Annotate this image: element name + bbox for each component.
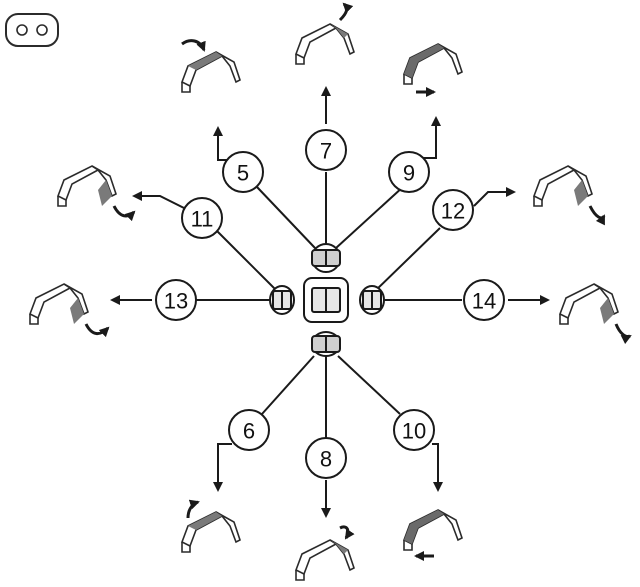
direction-arrows — [110, 86, 550, 518]
switch-icon — [5, 13, 59, 47]
arrow-10 — [432, 443, 443, 492]
spoke-9 — [335, 185, 405, 249]
attachment-13 — [29, 283, 110, 338]
attachment-14 — [559, 283, 632, 345]
callout-10: 10 — [393, 409, 435, 451]
attachment-7 — [295, 2, 355, 65]
callout-8: 8 — [305, 437, 347, 479]
callout-6-label: 6 — [243, 419, 255, 444]
callout-13-label: 13 — [164, 289, 188, 314]
callout-7: 7 — [305, 129, 347, 171]
arrow-5 — [213, 126, 228, 161]
callout-11-label: 11 — [191, 207, 214, 232]
callout-9-label: 9 — [403, 161, 415, 186]
arrow-9 — [420, 116, 441, 159]
callout-circles: 5 7 9 11 12 13 14 6 — [155, 129, 505, 479]
callout-5-label: 5 — [237, 161, 249, 186]
callout-9: 9 — [388, 151, 430, 193]
callout-7-label: 7 — [320, 139, 332, 164]
callout-11: 11 — [181, 197, 223, 239]
attachment-8 — [295, 525, 355, 581]
callout-14: 14 — [463, 279, 505, 321]
callout-13: 13 — [155, 279, 197, 321]
connector-lines — [196, 172, 462, 440]
callout-10-label: 10 — [402, 419, 426, 444]
joystick-center — [269, 243, 385, 357]
attachment-6 — [181, 499, 241, 553]
attachment-9 — [403, 43, 463, 97]
attachment-5 — [181, 39, 241, 93]
attachment-12 — [533, 165, 606, 226]
callout-12: 12 — [432, 189, 474, 231]
arrow-11 — [132, 191, 185, 209]
spoke-5 — [256, 186, 316, 249]
attachment-11 — [57, 165, 136, 222]
callout-12-label: 12 — [441, 199, 465, 224]
attachment-10 — [403, 509, 463, 561]
callout-8-label: 8 — [320, 447, 332, 472]
arrow-6 — [213, 443, 232, 492]
spoke-6 — [261, 355, 315, 415]
attachment-illustrations — [29, 2, 632, 581]
spoke-12 — [373, 227, 441, 293]
callout-14-label: 14 — [472, 289, 496, 314]
callout-5: 5 — [222, 151, 264, 193]
arrow-12 — [473, 187, 516, 207]
callout-6: 6 — [228, 409, 270, 451]
spoke-10 — [337, 355, 401, 415]
spoke-11 — [215, 229, 279, 293]
